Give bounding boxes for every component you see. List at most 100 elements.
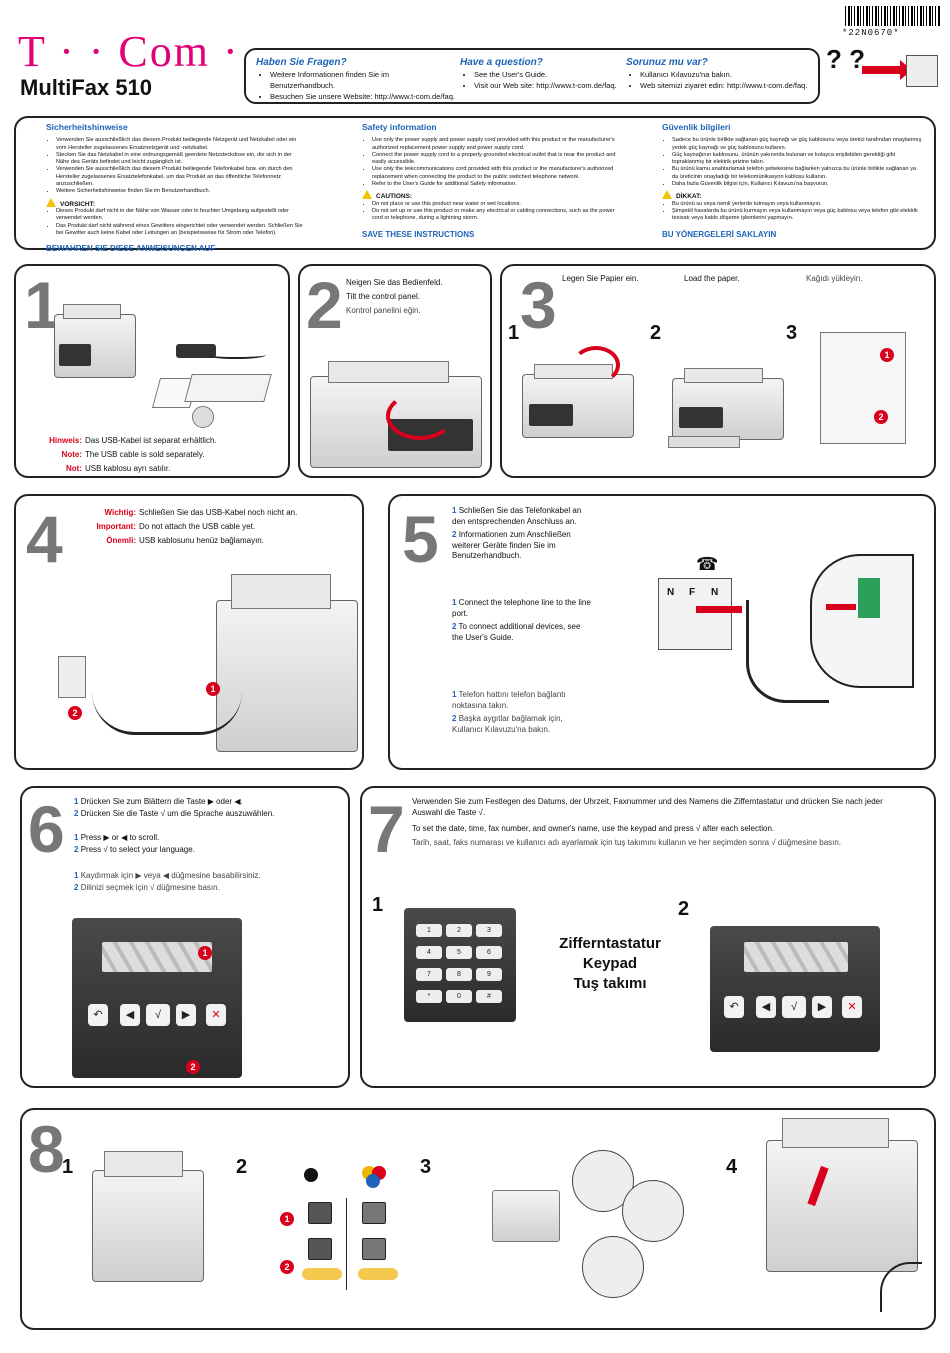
instruction: Drücken Sie die Taste √ um die Sprache a… — [80, 809, 275, 818]
left-arrow-button[interactable]: ◀ — [120, 1004, 140, 1026]
safety-item: Sadece bu ürünle birlikte sağlanan güç k… — [672, 137, 922, 152]
step-1-notes: Hinweis:Das USB-Kabel ist separat erhält… — [26, 434, 286, 476]
instruction-tr: Tarih, saat, faks numarası ve kullanıcı … — [412, 838, 842, 847]
safety-col-tr: Güvenlik bilgileri Sadece bu ürünle birl… — [662, 122, 922, 238]
note-text: The USB cable is sold separately. — [85, 450, 205, 459]
substep-number: 1 — [62, 1156, 74, 1178]
power-cord-illustration — [92, 692, 242, 735]
instruction: Informationen zum Anschließen weiterer G… — [452, 530, 571, 560]
step-number: 8 — [28, 1112, 65, 1186]
note-label: Hinweis: — [49, 436, 82, 445]
product-name: MultiFax 510 — [20, 75, 153, 100]
keypad-key[interactable]: 6 — [476, 946, 502, 959]
safety-footer: SAVE THESE INSTRUCTIONS — [362, 229, 475, 239]
setup-sheet-illustration — [184, 374, 272, 402]
tape-icon — [358, 1268, 398, 1280]
tilt-arrow-icon — [386, 392, 454, 440]
black-cartridge-icon — [308, 1238, 332, 1260]
safety-item: Weitere Sicherheitshinweise finden Sie i… — [56, 188, 306, 195]
safety-heading: Güvenlik bilgileri — [662, 122, 731, 132]
step-3-panel: 3 Legen Sie Papier ein. Load the paper. … — [500, 264, 936, 478]
back-button[interactable]: ↶ — [724, 996, 744, 1018]
step-6-de: 1 Drücken Sie zum Blättern die Taste ▶ o… — [74, 797, 275, 818]
right-arrow-button[interactable]: ▶ — [176, 1004, 196, 1026]
instruction-de: Legen Sie Papier ein. — [562, 274, 639, 283]
substep-number: 1 — [508, 322, 520, 344]
phone-cable-illustration — [746, 600, 829, 703]
keypad-caption-en: Keypad — [582, 955, 638, 972]
question-heading: Sorunuz mu var? — [626, 57, 708, 68]
printer-illustration — [672, 368, 784, 440]
instruction: Başka aygıtlar bağlamak için, Kullanıcı … — [452, 714, 563, 734]
step-6-tr: 1 Kaydırmak için ▶ veya ◀ düğmesine basa… — [74, 871, 261, 892]
right-arrow-button[interactable]: ▶ — [812, 996, 832, 1018]
select-button[interactable]: √ — [146, 1004, 170, 1026]
instruction: Kaydırmak için ▶ veya ◀ düğmesine basabi… — [80, 871, 261, 880]
barcode — [845, 6, 941, 26]
instruction: Dilinizi seçmek için √ düğmesine basın. — [80, 883, 220, 892]
caution-item: Dieses Produkt darf nicht in der Nähe vo… — [56, 208, 306, 223]
question-item: Kullanıcı Kılavuzu'na bakın. — [640, 69, 812, 80]
port-arrow-icon — [826, 604, 856, 610]
keypad-key[interactable]: 7 — [416, 968, 442, 981]
step-number: 2 — [306, 268, 343, 342]
instruction: Connect the telephone line to the line p… — [452, 598, 591, 618]
note-text: Schließen Sie das USB-Kabel noch nicht a… — [139, 508, 298, 517]
instruction-de: Verwenden Sie zum Festlegen des Datums, … — [412, 797, 883, 817]
divider — [346, 1198, 347, 1290]
callout-1: 1 — [880, 348, 894, 362]
step-number: 5 — [402, 502, 439, 576]
question-item: Weitere Informationen finden Sie im Benu… — [270, 69, 456, 91]
safety-item: Connect the power supply cord to a prope… — [372, 152, 620, 167]
cancel-button[interactable]: ✕ — [842, 996, 862, 1018]
keypad-key[interactable]: 0 — [446, 990, 472, 1003]
back-button[interactable]: ↶ — [88, 1004, 108, 1026]
safety-item: Verwenden Sie ausschließlich das diesem … — [56, 166, 306, 188]
note-label: Important: — [96, 522, 136, 531]
question-col-en: Have a question? See the User's Guide.Vi… — [460, 56, 620, 91]
step-2-text: Neigen Sie das Bedienfeld. Tilt the cont… — [346, 276, 488, 318]
step-number: 6 — [28, 792, 65, 866]
callout-2: 2 — [874, 410, 888, 424]
printer-illustration — [522, 363, 634, 438]
keypad-key[interactable]: 5 — [446, 946, 472, 959]
keypad-key[interactable]: 4 — [416, 946, 442, 959]
keypad-key[interactable]: 8 — [446, 968, 472, 981]
cd-illustration — [192, 406, 214, 428]
callout-1: 1 — [206, 682, 220, 696]
safety-item: Bu ürünü kamu anahtarlamalı telefon şebe… — [672, 166, 922, 181]
step-2-panel: 2 Neigen Sie das Bedienfeld. Tilt the co… — [298, 264, 492, 478]
left-arrow-button[interactable]: ◀ — [756, 996, 776, 1018]
black-cartridge-icon — [308, 1202, 332, 1224]
step-5-panel: 5 1 Schließen Sie das Telefonkabel an de… — [388, 494, 936, 770]
keypad-key[interactable]: 3 — [476, 924, 502, 937]
barcode-text: *22N0670* — [842, 28, 900, 38]
note-text: Do not attach the USB cable yet. — [139, 522, 256, 531]
page-turn-icon — [880, 1262, 922, 1312]
caution-item: Şimşekli havalarda bu ürünü kurmayın vey… — [672, 208, 922, 223]
question-item: Visit our Web site: http://www.t-com.de/… — [474, 80, 620, 91]
note-text: Das USB-Kabel ist separat erhältlich. — [85, 436, 217, 445]
step-number: 7 — [368, 792, 405, 866]
step-number: 4 — [26, 502, 63, 576]
note-label: Note: — [61, 450, 82, 459]
instruction: Press ▶ or ◀ to scroll. — [80, 833, 160, 842]
question-item: Besuchen Sie unsere Website: http://www.… — [270, 91, 456, 102]
caution-item: Do not set up or use this product or mak… — [372, 208, 620, 223]
safety-footer: BEWAHREN SIE DIESE ANWEISUNGEN AUF — [46, 244, 216, 254]
keypad-caption-de: Zifferntastatur — [559, 935, 661, 952]
note-text: USB kablosu ayrı satılır. — [85, 464, 171, 473]
step-4-panel: 4 Wichtig:Schließen Sie das USB-Kabel no… — [14, 494, 364, 770]
printer-illustration — [492, 1190, 560, 1242]
keypad-key[interactable]: # — [476, 990, 502, 1003]
cancel-button[interactable]: ✕ — [206, 1004, 226, 1026]
keypad-key[interactable]: 1 — [416, 924, 442, 937]
keypad-key[interactable]: * — [416, 990, 442, 1003]
note-label: Not: — [66, 464, 82, 473]
instruction: To connect additional devices, see the U… — [452, 622, 581, 642]
keypad-key[interactable]: 9 — [476, 968, 502, 981]
select-button[interactable]: √ — [782, 996, 806, 1018]
user-guide-icon — [906, 55, 938, 87]
safety-item: Güç kaynağının kablosunu, ürünün yakının… — [672, 152, 922, 167]
keypad-key[interactable]: 2 — [446, 924, 472, 937]
